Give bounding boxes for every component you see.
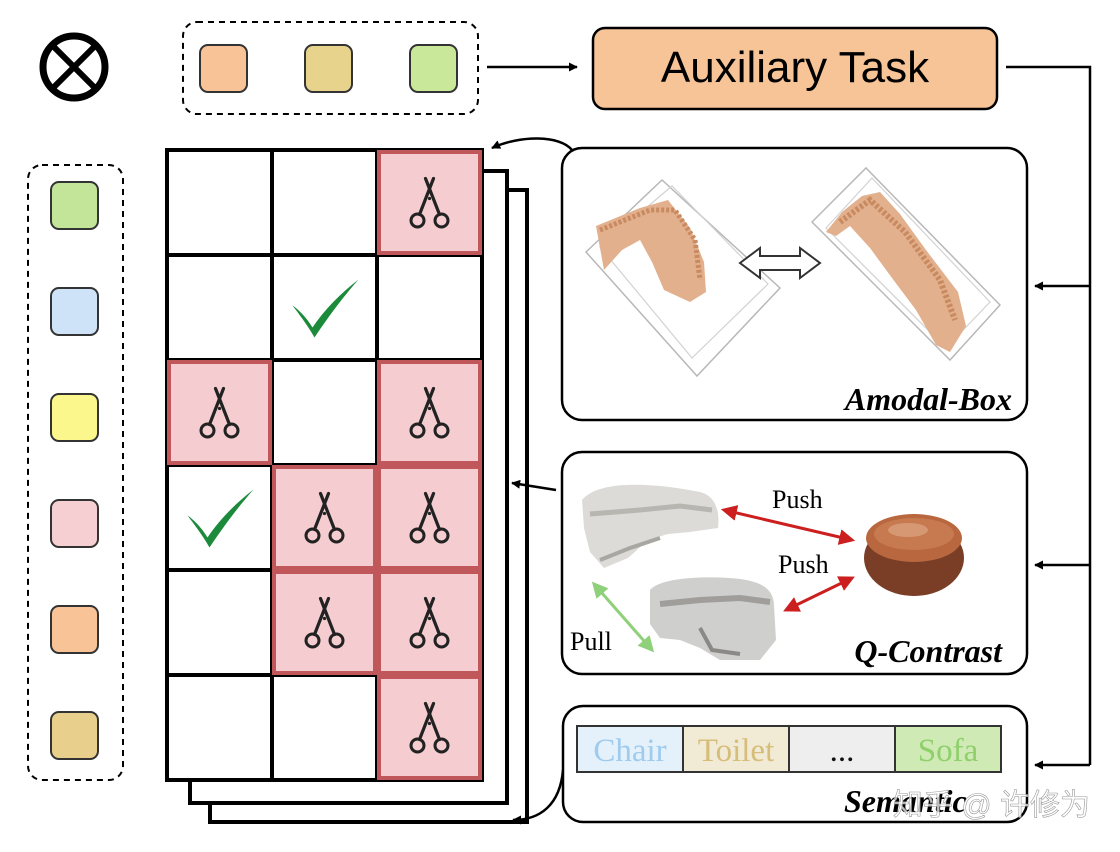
amodal-box-label: Amodal-Box <box>843 381 1012 417</box>
push-arrow-2 <box>783 576 855 612</box>
grid-cell-cut <box>272 570 377 675</box>
right-connector-line <box>1006 65 1092 765</box>
semantic-class-cell <box>894 725 1002 773</box>
push-label-1: Push <box>772 485 823 514</box>
grid-cell-cut <box>377 360 482 465</box>
left-query-slot-tan <box>50 711 99 760</box>
semantic-class-label: ... <box>830 733 855 769</box>
left-query-group <box>27 164 124 781</box>
pull-arrow <box>591 581 655 653</box>
semantic-class-bar: Chair Toilet... Sofa <box>576 725 1002 773</box>
top-query-slots <box>199 44 458 93</box>
matching-grid <box>165 148 484 782</box>
arrow-contrast-to-grid <box>511 479 557 492</box>
semantic-class-label: Sofa <box>918 733 979 769</box>
top-query-slot-orange <box>199 44 248 93</box>
push-arrow-1 <box>720 505 856 545</box>
semantic-label: Semantic <box>844 783 967 819</box>
push-label-2: Push <box>778 550 829 579</box>
left-query-slots <box>50 181 99 760</box>
top-query-slot-green <box>409 44 458 93</box>
grid-cell-cut <box>167 360 272 465</box>
auxiliary-task-label: Auxiliary Task <box>661 43 930 92</box>
sofa-box-left <box>584 178 782 378</box>
sofa-image-bottom <box>650 577 776 660</box>
sofa-box-right <box>810 166 1002 362</box>
left-query-slot-yellow <box>50 393 99 442</box>
sofa-image-top <box>582 484 719 568</box>
semantic-class-label: Toilet <box>698 733 775 769</box>
pull-label: Pull <box>570 627 612 656</box>
grid-cell-cut <box>377 570 482 675</box>
left-query-slot-green <box>50 181 99 230</box>
grid-cell-cut <box>377 150 482 255</box>
semantic-class-cell <box>682 725 790 773</box>
arrow-amodal-to-grid <box>491 137 573 151</box>
left-query-slot-orange <box>50 605 99 654</box>
circle-times-icon <box>39 32 109 102</box>
grid-cell-cut <box>272 465 377 570</box>
watermark-text: 知乎 @ 许修为 <box>893 789 1090 822</box>
grid-cell-cut <box>377 675 482 780</box>
auxiliary-task-box <box>591 26 999 111</box>
grid-cell-cut <box>377 465 482 570</box>
double-arrow-icon <box>738 246 822 280</box>
semantic-class-label: Chair <box>593 733 666 769</box>
q-contrast-label: Q-Contrast <box>854 633 1003 669</box>
semantic-class-cell <box>576 725 684 773</box>
cake-image <box>864 514 964 596</box>
left-query-slot-pink <box>50 499 99 548</box>
amodal-box-panel <box>560 146 1029 422</box>
arrow-semantic-to-grid <box>512 769 565 825</box>
top-query-group <box>182 21 479 115</box>
top-query-slot-tan <box>304 44 353 93</box>
left-query-slot-blue <box>50 287 99 336</box>
